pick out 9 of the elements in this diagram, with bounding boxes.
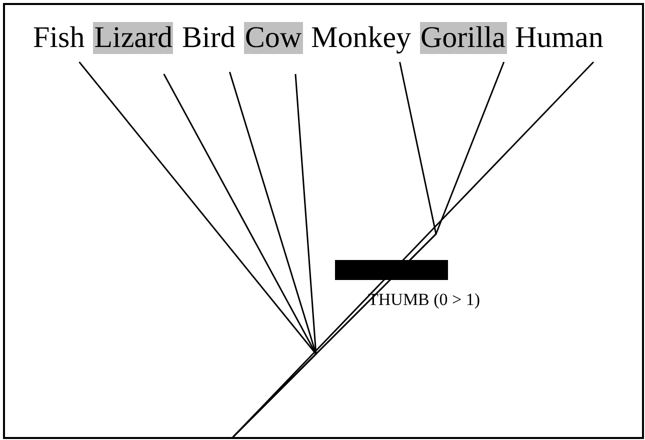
taxon-label: Monkey bbox=[310, 22, 412, 54]
taxon-label: Cow bbox=[244, 22, 303, 54]
taxon-label: Human bbox=[514, 22, 604, 54]
taxon-label: Lizard bbox=[93, 22, 174, 54]
character-label: THUMB (0 > 1) bbox=[368, 290, 480, 310]
taxon-label: Bird bbox=[180, 22, 236, 54]
taxon-label: Fish bbox=[32, 22, 86, 54]
character-bar bbox=[335, 260, 448, 280]
taxon-label: Gorilla bbox=[420, 22, 506, 54]
